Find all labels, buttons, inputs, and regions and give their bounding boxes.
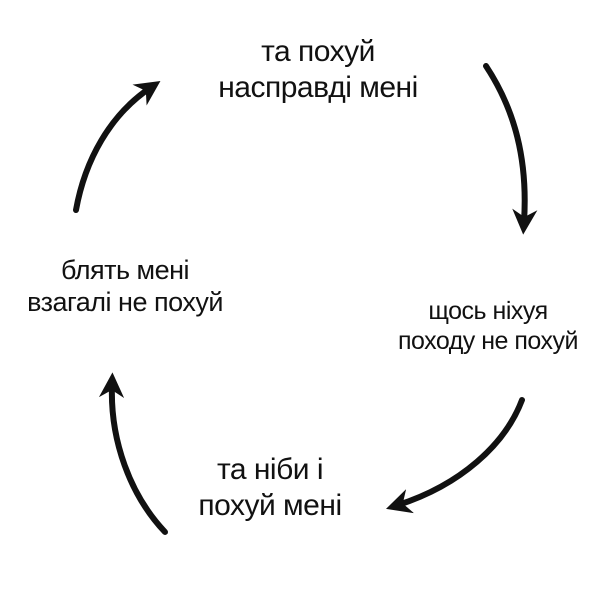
cycle-step-1: та похуй насправді мені (188, 34, 448, 106)
cycle-step-2: щось ніхуя походу не похуй (368, 296, 604, 356)
step-4-line-2: взагалі не похуй (27, 287, 223, 318)
cycle-step-4: блять мені взагалі не похуй (0, 254, 250, 319)
arrow-bottom-left (98, 372, 168, 535)
step-1-line-1: та похуй (261, 35, 375, 68)
arrow-bottom-right (386, 397, 525, 514)
step-3-line-2: похуй мені (198, 489, 342, 522)
step-3-line-1: та ніби і (216, 453, 324, 486)
step-1-line-2: насправді мені (218, 71, 418, 104)
step-2-line-2: походу не похуй (397, 327, 579, 355)
step-4-line-1: блять мені (60, 255, 190, 285)
arrow-top-left (73, 80, 161, 213)
arrow-top-right (483, 63, 538, 235)
step-2-line-1: щось ніхуя (428, 297, 548, 325)
cycle-step-3: та ніби і похуй мені (170, 452, 370, 524)
